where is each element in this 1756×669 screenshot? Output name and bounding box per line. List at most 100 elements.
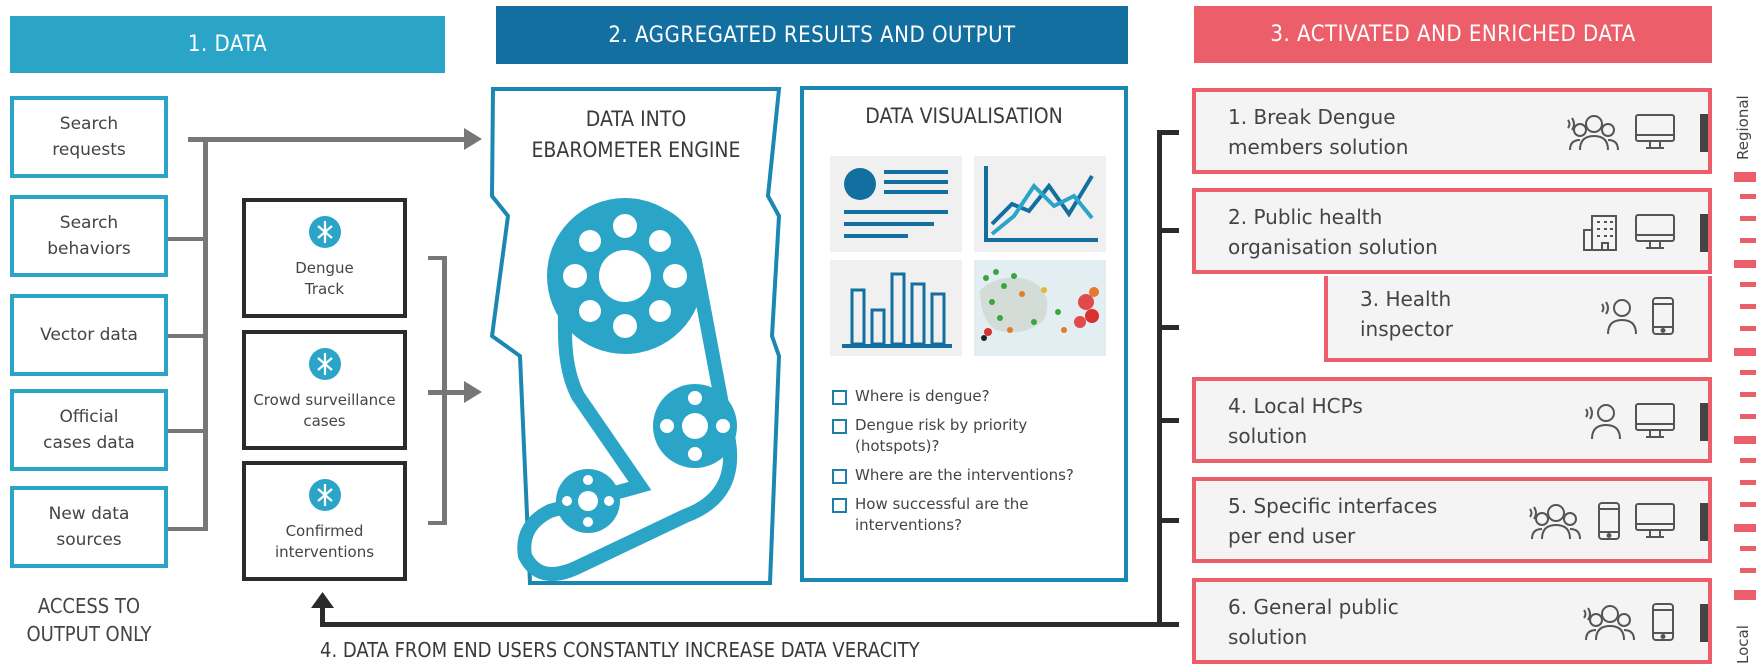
question-label: Where is dengue? (855, 387, 990, 405)
mosquito-icon (308, 479, 341, 511)
group-icon (1529, 504, 1581, 540)
feedback-label: 4. DATA FROM END USERS CONSTANTLY INCREA… (320, 638, 920, 662)
bracket-tick (168, 334, 205, 338)
source-search-behaviors: Search behaviors (10, 195, 168, 277)
question-label: How successful are the interventions? (855, 495, 1029, 534)
output-label: 3. Health inspector (1360, 287, 1453, 341)
phone-icon (1598, 502, 1620, 540)
mid-label: Dengue Track (295, 259, 354, 298)
output-icons (1582, 401, 1676, 441)
bar-chart-icon (830, 260, 962, 356)
output-label: 4. Local HCPs solution (1228, 394, 1363, 448)
banner-activated-label: 3. ACTIVATED AND ENRICHED DATA (1270, 22, 1636, 47)
engine-panel (490, 87, 782, 585)
output-general-public: 6. General public solution (1192, 578, 1712, 664)
output-break-dengue: 1. Break Dengue members solution (1192, 88, 1712, 174)
bracket-tick (1157, 130, 1179, 135)
output-icons (1566, 112, 1676, 152)
group-icon (1567, 115, 1619, 151)
monitor-icon (1635, 503, 1675, 538)
bracket-tick (1157, 325, 1179, 330)
source-label: New data sources (48, 504, 130, 550)
mid-arrow-shaft (428, 390, 468, 395)
output-label: 5. Specific interfaces per end user (1228, 494, 1438, 548)
output-health-inspector: 3. Health inspector (1324, 276, 1712, 362)
bracket-tick (428, 256, 447, 260)
source-official-cases: Official cases data (10, 389, 168, 471)
engine-title: DATA INTO EBAROMETER ENGINE (531, 107, 741, 162)
output-tab (1700, 114, 1708, 152)
output-tab (1700, 503, 1708, 541)
output-bracket (1157, 130, 1162, 627)
phone-icon (1652, 297, 1674, 335)
list-item: How successful are the interventions? (832, 494, 1122, 536)
person-icon (1585, 404, 1621, 440)
output-label: 1. Break Dengue members solution (1228, 105, 1409, 159)
banner-aggregated: 2. AGGREGATED RESULTS AND OUTPUT (496, 6, 1128, 64)
output-specific-interfaces: 5. Specific interfaces per end user (1192, 477, 1712, 563)
access-note: ACCESS TO OUTPUT ONLY (26, 594, 152, 646)
checkbox-icon (832, 390, 847, 405)
mid-crowd-surveillance: Crowd surveillance cases (242, 330, 407, 450)
mosquito-icon (308, 216, 341, 248)
arrow-to-engine-shaft (188, 137, 468, 142)
checkbox-icon (832, 419, 847, 434)
visualisation-thumbnails (830, 156, 1106, 356)
feedback-arrow-head (311, 592, 334, 608)
bracket-tick (1157, 418, 1179, 423)
bracket-tick (1157, 622, 1179, 627)
mosquito-icon (308, 348, 341, 380)
bracket-tick (168, 237, 205, 241)
visualisation-panel: DATA VISUALISATION (800, 86, 1128, 582)
source-vector-data: Vector data (10, 294, 168, 376)
output-label: 2. Public health organisation solution (1228, 205, 1438, 259)
list-item: Dengue risk by priority (hotspots)? (832, 415, 1122, 457)
output-label: 6. General public solution (1228, 595, 1399, 649)
scale-bar (1734, 172, 1756, 600)
scale-regional-label: Regional (1734, 95, 1752, 160)
bracket-tick (428, 521, 447, 525)
person-icon (1601, 299, 1637, 335)
mid-label: Crowd surveillance cases (253, 391, 396, 430)
bracket-tick (1157, 518, 1179, 523)
source-search-requests: Search requests (10, 96, 168, 178)
document-icon (830, 156, 962, 252)
output-tab (1700, 604, 1708, 642)
arrow-to-engine-head (464, 128, 482, 150)
map-icon (974, 260, 1106, 356)
output-tab (1700, 403, 1708, 441)
source-label: Search behaviors (47, 213, 131, 259)
output-tab (1700, 214, 1708, 252)
banner-data-label: 1. DATA (187, 32, 268, 57)
banner-data: 1. DATA (10, 16, 445, 73)
list-item: Where is dengue? (832, 386, 1122, 407)
checkbox-icon (832, 498, 847, 513)
bracket-tick (168, 429, 205, 433)
mid-label: Confirmed interventions (274, 522, 375, 561)
source-label: Vector data (40, 325, 138, 345)
output-local-hcps: 4. Local HCPs solution (1192, 377, 1712, 463)
feedback-arrow-riser (320, 606, 325, 627)
source-new-data: New data sources (10, 486, 168, 568)
output-public-health: 2. Public health organisation solution (1192, 188, 1712, 274)
source-label: Official cases data (43, 407, 135, 453)
question-label: Dengue risk by priority (hotspots)? (855, 416, 1028, 455)
group-icon (1583, 605, 1635, 641)
mid-dengue-track: Dengue Track (242, 198, 407, 318)
output-icons (1582, 212, 1676, 252)
monitor-icon (1635, 403, 1675, 438)
feedback-arrow-shaft (320, 622, 1162, 627)
banner-aggregated-label: 2. AGGREGATED RESULTS AND OUTPUT (608, 22, 1016, 48)
monitor-icon (1635, 114, 1675, 149)
mid-confirmed-interventions: Confirmed interventions (242, 461, 407, 581)
gears-belt-icon (517, 198, 738, 581)
scale-local-label: Local (1734, 625, 1752, 664)
question-list: Where is dengue? Dengue risk by priority… (832, 386, 1122, 544)
building-icon (1583, 215, 1617, 251)
bracket-tick (168, 527, 205, 531)
output-icons (1598, 296, 1676, 336)
visualisation-title: DATA VISUALISATION (865, 104, 1063, 128)
phone-icon (1652, 603, 1674, 641)
banner-activated: 3. ACTIVATED AND ENRICHED DATA (1194, 6, 1712, 63)
line-chart-icon (974, 156, 1106, 252)
